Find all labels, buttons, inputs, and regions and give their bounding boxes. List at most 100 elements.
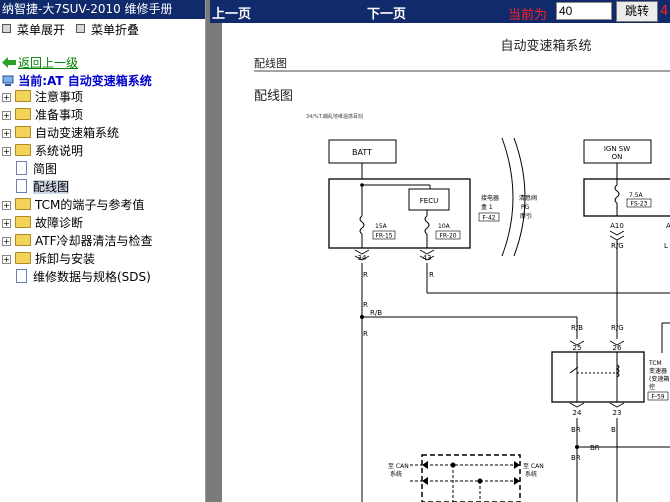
tcm-label-1: TCM bbox=[648, 360, 662, 367]
next-page-button[interactable]: 下一页 bbox=[367, 7, 407, 22]
pin-26: 26 bbox=[613, 344, 622, 352]
wire-br-3: BR bbox=[571, 454, 581, 462]
pin-a-partial: A bbox=[666, 222, 670, 230]
folder-icon bbox=[15, 234, 31, 246]
expand-toggle-icon[interactable]: + bbox=[2, 147, 11, 156]
manual-title: 纳智捷-大7SUV-2010 维修手册 bbox=[0, 0, 205, 19]
document-icon bbox=[16, 161, 27, 175]
ign-fuse-block bbox=[583, 178, 670, 217]
prev-page-button[interactable]: 上一页 bbox=[212, 7, 252, 22]
wire-r-3: R bbox=[363, 301, 368, 309]
current-section-label: 当前:AT 自动变速箱系统 bbox=[18, 74, 152, 88]
folder-icon bbox=[15, 252, 31, 264]
tree-item[interactable]: + ATF冷却器清洁与检查 bbox=[0, 233, 153, 250]
tree-item-label: 维修数据与规格(SDS) bbox=[33, 270, 151, 284]
fuse1-id: FR-15 bbox=[375, 233, 392, 240]
connector-23-icon bbox=[609, 402, 625, 408]
expand-toggle-icon[interactable]: + bbox=[2, 111, 11, 120]
connector-a10-icon bbox=[609, 230, 625, 241]
can-right-2: 系统 bbox=[525, 470, 537, 478]
tree-item-label: 配线图 bbox=[33, 180, 70, 194]
folder-icon bbox=[15, 90, 31, 102]
tree-item[interactable]: +拆卸与安装 bbox=[0, 251, 95, 268]
document-icon bbox=[16, 269, 27, 283]
box-label-2: 盒 1 bbox=[481, 203, 493, 211]
tree-item-label: ATF冷却器清洁与检查 bbox=[35, 234, 153, 248]
tree-item[interactable]: +故障诊断 bbox=[0, 215, 83, 232]
fuse2-icon bbox=[424, 215, 430, 235]
tree-item[interactable]: 配线图 bbox=[0, 179, 70, 196]
tcm-label-4: 控 bbox=[649, 383, 655, 391]
folder-icon bbox=[15, 144, 31, 156]
box-id: F-42 bbox=[482, 215, 495, 222]
can-arrow-right-2 bbox=[514, 477, 520, 485]
go-button[interactable]: 跳转 bbox=[616, 1, 658, 22]
expand-toggle-icon[interactable]: + bbox=[2, 255, 11, 264]
expand-toggle-icon[interactable]: + bbox=[2, 201, 11, 210]
tcm-label-2: 变速器 bbox=[649, 367, 667, 375]
can-arrow-left-1 bbox=[422, 461, 428, 469]
batt-label: BATT bbox=[352, 148, 372, 157]
fuse2-id: FR-20 bbox=[439, 233, 456, 240]
tree-item[interactable]: + TCM的端子与参考值 bbox=[0, 197, 144, 214]
ign-label-3: 摩引 bbox=[520, 212, 532, 220]
doc-header: 自动变速箱系统 bbox=[500, 38, 591, 54]
can-box bbox=[421, 454, 521, 502]
total-pages-label: 4 bbox=[660, 4, 669, 19]
can-arrow-right-1 bbox=[514, 461, 520, 469]
wire-l: L bbox=[664, 242, 668, 250]
wire-r-2: R bbox=[429, 271, 434, 279]
splitter[interactable] bbox=[206, 0, 210, 502]
tree-item-label: 系统说明 bbox=[35, 144, 84, 158]
page-number-input[interactable] bbox=[556, 2, 612, 20]
connector-24-icon bbox=[569, 402, 585, 408]
expand-toggle-icon[interactable]: + bbox=[2, 129, 11, 138]
pin-25: 25 bbox=[573, 344, 582, 352]
ign-label-1: 清意阀 bbox=[519, 194, 537, 202]
back-link-label: 返回上一级 bbox=[18, 56, 79, 70]
expand-toggle-icon[interactable]: + bbox=[2, 237, 11, 246]
expand-toggle-icon[interactable]: + bbox=[2, 219, 11, 228]
page-number-label: 当前为 bbox=[508, 8, 548, 23]
tree-item[interactable]: + 系统说明 bbox=[0, 143, 83, 160]
tree-item-label: 简图 bbox=[33, 162, 58, 176]
connector-25-icon bbox=[569, 340, 585, 346]
tcm-label-3: (变速箱 bbox=[649, 375, 669, 383]
wire-rg-2: R/G bbox=[611, 324, 624, 332]
pin-43: 43 bbox=[423, 254, 432, 262]
expand-toggle-icon[interactable]: + bbox=[2, 93, 11, 102]
tree-item[interactable]: + 自动变速箱系统 bbox=[0, 125, 119, 142]
ign-sw-2: ON bbox=[612, 153, 623, 161]
back-link[interactable]: 返回上一级 bbox=[2, 54, 78, 71]
document-viewer[interactable]: 自动变速箱系统 配线图 配线图 34/%T.耦乱地维温感耳刻 BATT FECU… bbox=[210, 23, 670, 502]
wire-rb-1: R/B bbox=[370, 309, 382, 317]
fuse2-amp: 10A bbox=[438, 223, 451, 230]
can-arrow-left-2 bbox=[422, 477, 428, 485]
wiring-diagram: 自动变速箱系统 配线图 配线图 34/%T.耦乱地维温感耳刻 BATT FECU… bbox=[254, 38, 670, 502]
fuse3-id-box bbox=[626, 198, 652, 208]
document-icon bbox=[16, 179, 27, 193]
back-arrow-icon bbox=[2, 57, 16, 68]
tree-item-label: 注意事项 bbox=[35, 90, 84, 104]
collapse-all-label: 菜单折叠 bbox=[91, 23, 140, 37]
can-left-2: 系统 bbox=[390, 470, 402, 478]
expand-icon bbox=[2, 24, 11, 33]
document-page: 自动变速箱系统 配线图 配线图 34/%T.耦乱地维温感耳刻 BATT FECU… bbox=[222, 23, 670, 502]
tcm-switch-icon bbox=[569, 366, 579, 374]
ign-sw-1: IGN SW bbox=[604, 145, 630, 153]
tree-item[interactable]: 简图 bbox=[0, 161, 57, 178]
connector-43-icon bbox=[419, 249, 435, 261]
tree-item-label: 自动变速箱系统 bbox=[35, 126, 120, 140]
connector-34-icon bbox=[354, 249, 370, 261]
tree-item[interactable]: 维修数据与规格(SDS) bbox=[0, 269, 151, 286]
fuse3-icon bbox=[614, 184, 620, 204]
tree-item[interactable]: + 注意事项 bbox=[0, 89, 83, 106]
wire-rb-2: R/B bbox=[571, 324, 583, 332]
tree-item-label: TCM的端子与参考值 bbox=[35, 198, 145, 212]
fuse1-id-box bbox=[372, 230, 396, 240]
collapse-all-button[interactable]: 菜单折叠 bbox=[76, 21, 139, 38]
tree-item[interactable]: +准备事项 bbox=[0, 107, 83, 124]
can-right-1: 至 CAN bbox=[523, 463, 544, 470]
expand-all-button[interactable]: 菜单展开 bbox=[2, 21, 65, 38]
pin-23: 23 bbox=[613, 409, 622, 417]
